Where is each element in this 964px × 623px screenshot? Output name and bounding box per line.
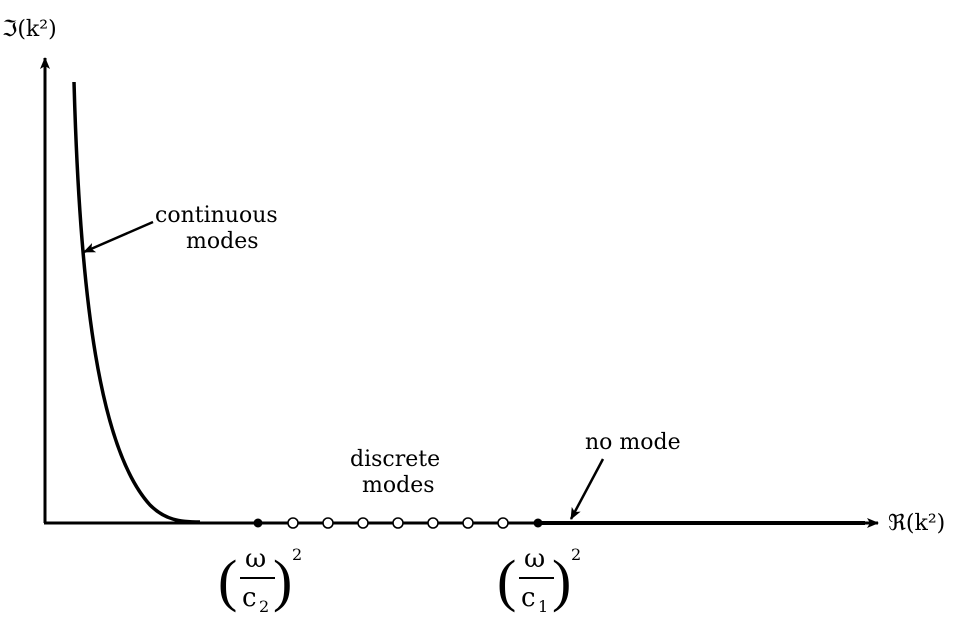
right-paren-close-c1: ) xyxy=(552,548,571,613)
subscript-c1: 1 xyxy=(538,597,548,616)
left-paren-open: ( xyxy=(218,548,237,613)
omega-numerator-c1: ω xyxy=(524,544,545,574)
left-paren-open-c1: ( xyxy=(497,548,516,613)
discrete-mode-point xyxy=(357,517,369,529)
discrete-mode-point xyxy=(322,517,334,529)
exponent-c2: 2 xyxy=(292,545,302,564)
branch-label-c1: ( ω c 1 ) 2 xyxy=(497,544,581,616)
continuous-modes-curve xyxy=(72,81,201,524)
discrete-mode-point xyxy=(497,517,509,529)
discrete-label-line2: modes xyxy=(362,473,435,498)
discrete-mode-point xyxy=(287,517,299,529)
discrete-modes-group xyxy=(287,517,509,529)
branch-point-c2 xyxy=(253,518,263,528)
continuous-arrow xyxy=(83,220,154,254)
no-mode-arrow xyxy=(569,458,605,520)
real-axis-label: ℜ(k²) xyxy=(888,511,945,536)
branch-point-c1 xyxy=(533,518,543,528)
c-denominator-c2: c xyxy=(242,583,257,613)
right-paren-close-c2: ) xyxy=(273,548,292,613)
imag-axis-label: ℑ(k²) xyxy=(2,17,57,42)
discrete-mode-point xyxy=(462,517,474,529)
continuous-label-line2: modes xyxy=(186,229,259,254)
c-denominator-c1: c xyxy=(521,583,536,613)
branch-label-c2: ( ω c 2 ) 2 xyxy=(218,544,302,616)
no-mode-label: no mode xyxy=(585,430,681,455)
omega-numerator-c2: ω xyxy=(245,544,266,574)
discrete-mode-point xyxy=(427,517,439,529)
exponent-c1: 2 xyxy=(571,545,581,564)
continuous-label-line1: continuous xyxy=(155,203,278,228)
subscript-c2: 2 xyxy=(259,597,269,616)
discrete-label-line1: discrete xyxy=(350,447,440,472)
discrete-mode-point xyxy=(392,517,404,529)
